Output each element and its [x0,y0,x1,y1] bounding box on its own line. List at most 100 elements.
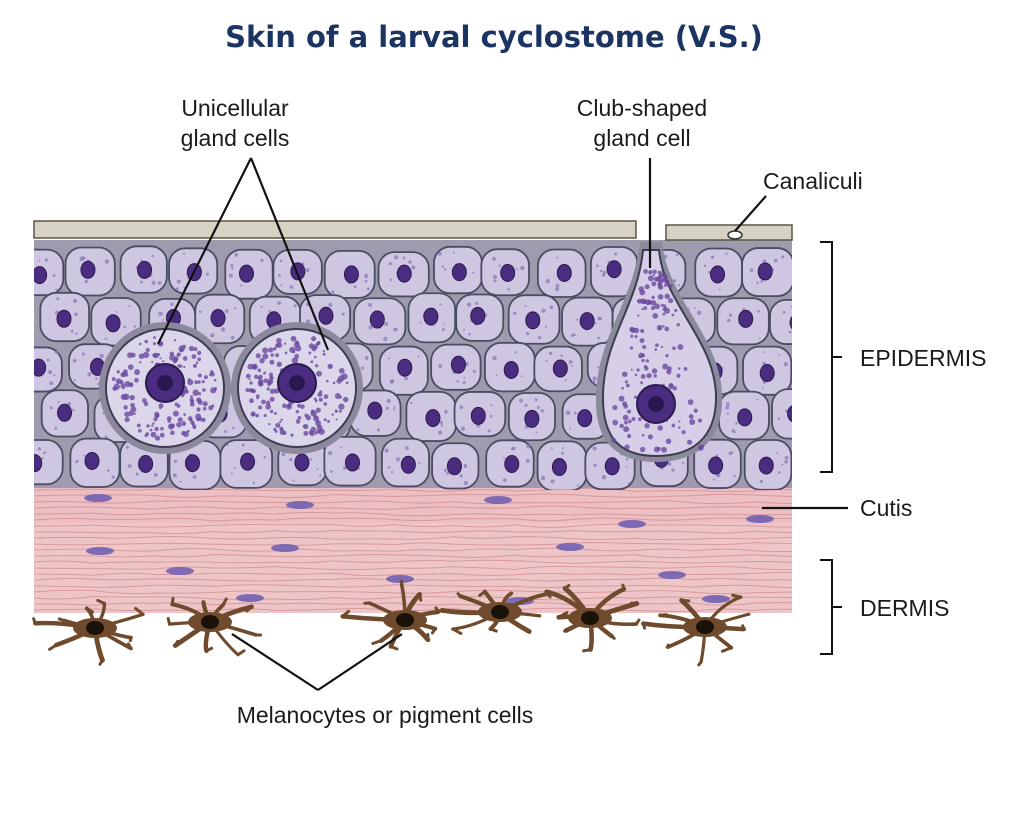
epidermal-cell [507,392,556,442]
cell-nucleus [34,266,48,285]
label-unicellular-gland-cells-line2: gland cells [181,125,290,151]
cell-nucleus [470,406,486,425]
epidermal-cell [431,442,480,490]
melanocyte-nucleus [491,605,509,619]
fibroblast-nucleus [484,496,512,504]
club-shaped-gland-cell [595,242,723,462]
epidermal-cell [485,439,535,488]
label-cutis: Cutis [860,495,912,521]
label-club-shaped-gland-cell-line2: gland cell [593,125,690,151]
cell-nucleus [504,455,520,474]
cuticle-layer [33,220,793,241]
epidermal-cell [716,297,770,346]
epidermal-cell [430,343,482,391]
dermis-fibers [34,482,792,612]
cell-nucleus [470,306,486,325]
epidermal-cell [119,245,168,294]
diagram-title: Skin of a larval cyclostome (V.S.) [225,20,763,54]
melanocyte [435,589,552,635]
leader-canaliculi [734,195,767,232]
epidermal-cell [64,246,116,297]
cell-nucleus [318,306,334,325]
fibroblast-nucleus [286,501,314,509]
fibroblast-nucleus [702,595,730,603]
cell-nucleus [551,458,567,477]
cell-nucleus [579,312,595,331]
cell-nucleus [446,457,462,476]
cell-nucleus [210,309,226,328]
cell-nucleus [759,364,775,383]
fibroblast-nucleus [84,494,112,502]
fibroblast-nucleus [746,515,774,523]
cell-nucleus [397,358,413,377]
cell-nucleus [423,307,439,326]
label-epidermis: EPIDERMIS [860,345,987,371]
epidermal-cell [405,390,457,442]
label-unicellular-gland-cells: Unicellular [181,95,289,121]
cell-nucleus [400,455,416,474]
fibroblast-nucleus [658,571,686,579]
cell-nucleus [556,263,572,282]
cell-nucleus [758,456,774,475]
epidermal-cell [536,440,588,490]
cell-nucleus [757,262,773,281]
epidermal-cell [219,439,273,489]
epidermal-cell [168,247,219,295]
cell-nucleus [105,314,121,333]
cell-nucleus [604,457,620,476]
melanocyte [641,593,751,667]
epidermal-cell [769,299,792,345]
fibroblast-nucleus [86,547,114,555]
label-melanocytes: Melanocytes or pigment cells [237,702,534,728]
cell-nucleus [238,264,254,283]
cell-nucleus [184,454,200,473]
cell-nucleus [56,309,72,328]
cell-nucleus [343,265,359,284]
fibroblast-nucleus [271,544,299,552]
epidermal-cell [34,439,64,486]
epidermal-cell [353,297,407,346]
cell-nucleus [57,403,73,422]
cell-nucleus [524,409,540,428]
epidermis-layer [33,220,793,490]
leader-unicellular-right [249,157,330,351]
cell-nucleus [503,360,519,379]
dermis-layer [34,478,792,613]
cell-nucleus [294,453,310,472]
epidermal-cell [380,437,430,488]
epidermal-cell [69,437,121,488]
cell-nucleus [34,358,47,377]
epidermal-cell [407,292,457,344]
unicellular-gland-cell-left [99,322,231,454]
cell-nucleus [708,456,724,475]
melanocyte [543,583,641,653]
epidermal-cell [741,247,792,298]
melanocyte-nucleus [86,621,104,635]
cell-nucleus [577,409,593,428]
cell-nucleus [789,315,792,330]
epidermal-cell [168,440,222,490]
label-canaliculi: Canaliculi [763,168,863,194]
cell-nucleus [137,260,153,279]
melanocyte [340,579,441,651]
canaliculus-pore [727,230,743,240]
epidermal-cell [323,435,377,487]
epidermal-cell [34,346,63,393]
cell-nucleus [606,260,622,279]
epidermal-cell [561,296,614,347]
epidermal-cell [224,248,274,300]
fibroblast-nuclei [84,494,774,605]
melanocyte-nucleus [696,620,714,634]
label-club-shaped-gland-cell: Club-shaped [577,95,707,121]
cell-nucleus [451,263,467,282]
epidermal-cell [433,245,483,295]
cell-nucleus [240,452,256,471]
epidermal-cell [323,249,376,299]
bracket-epidermis [820,241,842,473]
melanocyte [32,598,145,666]
cell-nucleus [552,359,568,378]
cell-nucleus [737,408,753,427]
epidermal-cell [694,247,744,298]
fibroblast-nucleus [166,567,194,575]
